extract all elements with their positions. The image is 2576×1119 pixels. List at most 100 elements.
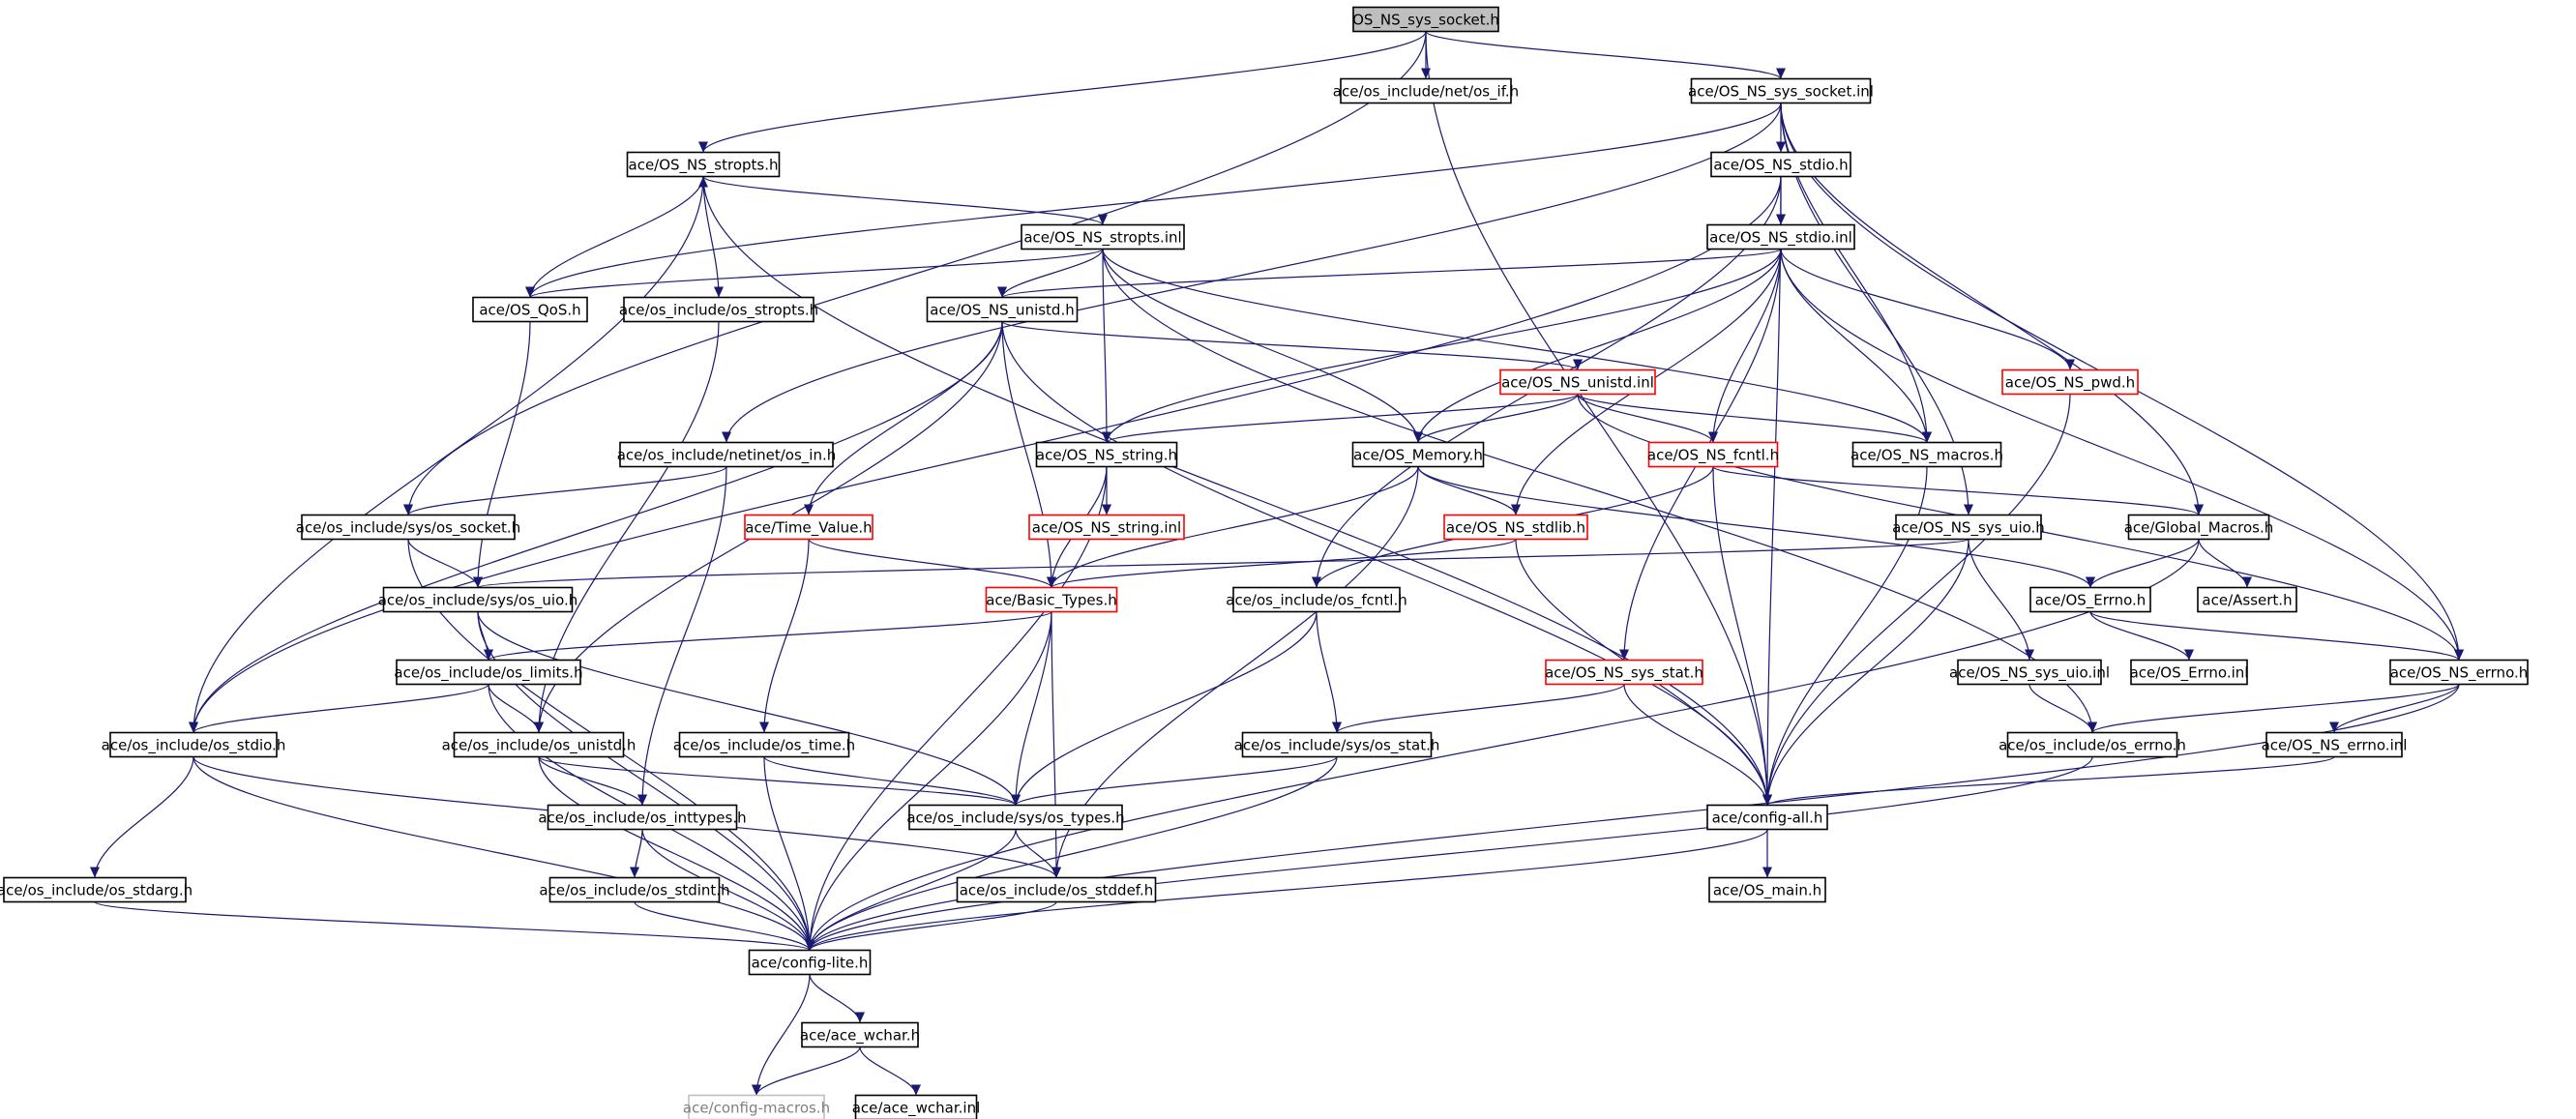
- node-n32[interactable]: ace/OS_NS_errno.h: [2389, 659, 2529, 686]
- node-n14[interactable]: ace/OS_Memory.h: [1351, 441, 1485, 468]
- node-n46[interactable]: ace/config-lite.h: [748, 949, 872, 976]
- node-n34[interactable]: ace/os_include/os_unistd.h: [442, 731, 637, 758]
- edge-n4-n33: [192, 176, 1782, 733]
- edge-n9-n33: [192, 321, 1003, 733]
- arrowhead-n18-n35: [759, 721, 769, 733]
- node-box: [2389, 659, 2529, 686]
- node-n44[interactable]: ace/os_include/os_stddef.h: [956, 876, 1157, 903]
- edge-n2-n16: [1780, 103, 1928, 443]
- node-n39[interactable]: ace/os_include/os_inttypes.h: [538, 804, 747, 831]
- node-box: [1340, 77, 1512, 104]
- node-n1[interactable]: ace/os_include/net/os_if.h: [1333, 77, 1519, 104]
- edge-n23-n40: [477, 611, 1017, 806]
- node-n42[interactable]: ace/os_include/os_stdarg.h: [0, 876, 192, 903]
- node-label: ace/OS_NS_string.inl: [1032, 519, 1181, 538]
- node-n15[interactable]: ace/OS_NS_fcntl.h: [1647, 441, 1779, 468]
- node-n35[interactable]: ace/os_include/os_time.h: [673, 731, 855, 758]
- node-n9[interactable]: ace/OS_NS_unistd.h: [926, 296, 1079, 323]
- node-box: [3, 876, 187, 903]
- edge-n5-n13: [1102, 249, 1108, 443]
- node-box: [744, 514, 873, 541]
- arrowhead-n41-n45: [1762, 867, 1772, 878]
- node-box: [396, 659, 581, 686]
- node-label: ace/Time_Value.h: [745, 519, 872, 538]
- node-n20[interactable]: ace/OS_NS_stdlib.h: [1443, 514, 1588, 541]
- arrowhead-n34-n39: [637, 794, 647, 806]
- edge-n6-n15: [1712, 249, 1782, 443]
- node-n11[interactable]: ace/OS_NS_unistd.inl: [1499, 368, 1656, 396]
- node-n5[interactable]: ace/OS_NS_stropts.inl: [1021, 223, 1185, 250]
- node-n29[interactable]: ace/OS_NS_sys_stat.h: [1545, 659, 1703, 686]
- edge-n24-n44: [1051, 611, 1057, 878]
- node-n26[interactable]: ace/OS_Errno.h: [2029, 586, 2151, 613]
- node-n30[interactable]: ace/OS_NS_sys_uio.inl: [1949, 659, 2110, 686]
- node-n22[interactable]: ace/Global_Macros.h: [2124, 514, 2274, 541]
- node-n16[interactable]: ace/OS_NS_macros.h: [1851, 441, 2003, 468]
- arrowhead-n21-n23: [473, 576, 483, 588]
- node-box: [1035, 441, 1178, 468]
- node-n25[interactable]: ace/os_include/os_fcntl.h: [1226, 586, 1407, 613]
- node-n3[interactable]: ace/OS_NS_stropts.h: [626, 151, 781, 178]
- node-n31[interactable]: ace/OS_Errno.inl: [2130, 659, 2249, 686]
- edge-n15-n22: [1712, 465, 2200, 516]
- edge-n22-n27: [2198, 539, 2248, 588]
- node-n19[interactable]: ace/OS_NS_string.inl: [1028, 514, 1185, 541]
- node-label: ace/config-lite.h: [752, 955, 869, 972]
- node-n2[interactable]: ace/OS_NS_sys_socket.inl: [1688, 77, 1874, 104]
- node-n41[interactable]: ace/config-all.h: [1706, 804, 1828, 831]
- node-n8[interactable]: ace/os_include/os_stropts.h: [619, 296, 818, 323]
- node-n6[interactable]: ace/OS_NS_stdio.inl: [1706, 223, 1855, 250]
- node-n24[interactable]: ace/Basic_Types.h: [985, 586, 1118, 613]
- node-box: [623, 296, 814, 323]
- node-label: ace/OS_NS_stdio.h: [1713, 157, 1848, 175]
- edge-n34-n46: [538, 756, 811, 951]
- node-box: [1241, 731, 1433, 758]
- arrowhead-n28-n34: [534, 721, 544, 733]
- node-n37[interactable]: ace/os_include/os_errno.h: [1999, 731, 2186, 758]
- node-label: ace/OS_NS_sys_stat.h: [1545, 664, 1703, 683]
- node-label: ace/OS_NS_unistd.inl: [1501, 374, 1654, 393]
- arrowhead-n46-n47: [855, 1012, 865, 1023]
- node-n17[interactable]: ace/os_include/sys/os_socket.h: [296, 514, 520, 541]
- node-box: [2130, 659, 2248, 686]
- node-n12[interactable]: ace/os_include/netinet/os_in.h: [617, 441, 837, 468]
- node-n7[interactable]: ace/OS_QoS.h: [472, 296, 588, 323]
- edge-n39-n46: [641, 829, 811, 951]
- edge-n36-n46: [809, 756, 1338, 951]
- edge-n24-n28: [488, 610, 1052, 662]
- node-n18[interactable]: ace/Time_Value.h: [744, 514, 873, 541]
- node-label: ace/Assert.h: [2202, 592, 2292, 609]
- node-n13[interactable]: ace/OS_NS_string.h: [1035, 441, 1178, 468]
- arrowhead-n32-n37: [2087, 721, 2097, 733]
- node-n38[interactable]: ace/OS_NS_errno.inl: [2262, 731, 2408, 758]
- node-n48[interactable]: ace/config-macros.h: [683, 1094, 830, 1119]
- node-n43[interactable]: ace/os_include/os_stdint.h: [539, 876, 730, 903]
- edge-n9-n18: [808, 321, 1003, 515]
- node-n27[interactable]: ace/Assert.h: [2197, 586, 2297, 613]
- edge-n5-n14: [1102, 249, 1419, 443]
- edge-n30-n37: [2028, 684, 2093, 733]
- node-n28[interactable]: ace/os_include/os_limits.h: [394, 659, 583, 686]
- node-n33[interactable]: ace/os_include/os_stdio.h: [102, 731, 286, 758]
- edge-n26-n31: [2089, 611, 2190, 661]
- node-n21[interactable]: ace/OS_NS_sys_uio.h: [1892, 514, 2045, 541]
- node-n47[interactable]: ace/ace_wchar.h: [800, 1021, 920, 1048]
- node-n45[interactable]: ace/OS_main.h: [1708, 876, 1826, 903]
- node-n36[interactable]: ace/os_include/sys/os_stat.h: [1234, 731, 1440, 758]
- edge-n21-n30: [1968, 539, 2030, 661]
- node-box: [926, 296, 1079, 323]
- node-label: ace/OS_QoS.h: [479, 302, 580, 320]
- edge-n15-n41: [1712, 466, 1768, 806]
- node-label: ace/os_include/os_stdio.h: [102, 737, 286, 755]
- node-n10[interactable]: ace/OS_NS_pwd.h: [2001, 368, 2139, 396]
- edge-n6-n32: [1780, 249, 2460, 661]
- node-n0[interactable]: OS_NS_sys_socket.h: [1352, 6, 1499, 33]
- node-n4[interactable]: ace/OS_NS_stdio.h: [1710, 151, 1851, 178]
- edge-n14-n20: [1417, 466, 1517, 515]
- node-n40[interactable]: ace/os_include/sys/os_types.h: [906, 804, 1125, 831]
- node-n23[interactable]: ace/os_include/sys/os_uio.h: [378, 586, 578, 613]
- arrowhead-n47-n48: [752, 1084, 761, 1096]
- node-n49[interactable]: ace/ace_wchar.inl: [852, 1094, 981, 1119]
- node-box: [1545, 659, 1703, 686]
- node-box: [2029, 586, 2151, 613]
